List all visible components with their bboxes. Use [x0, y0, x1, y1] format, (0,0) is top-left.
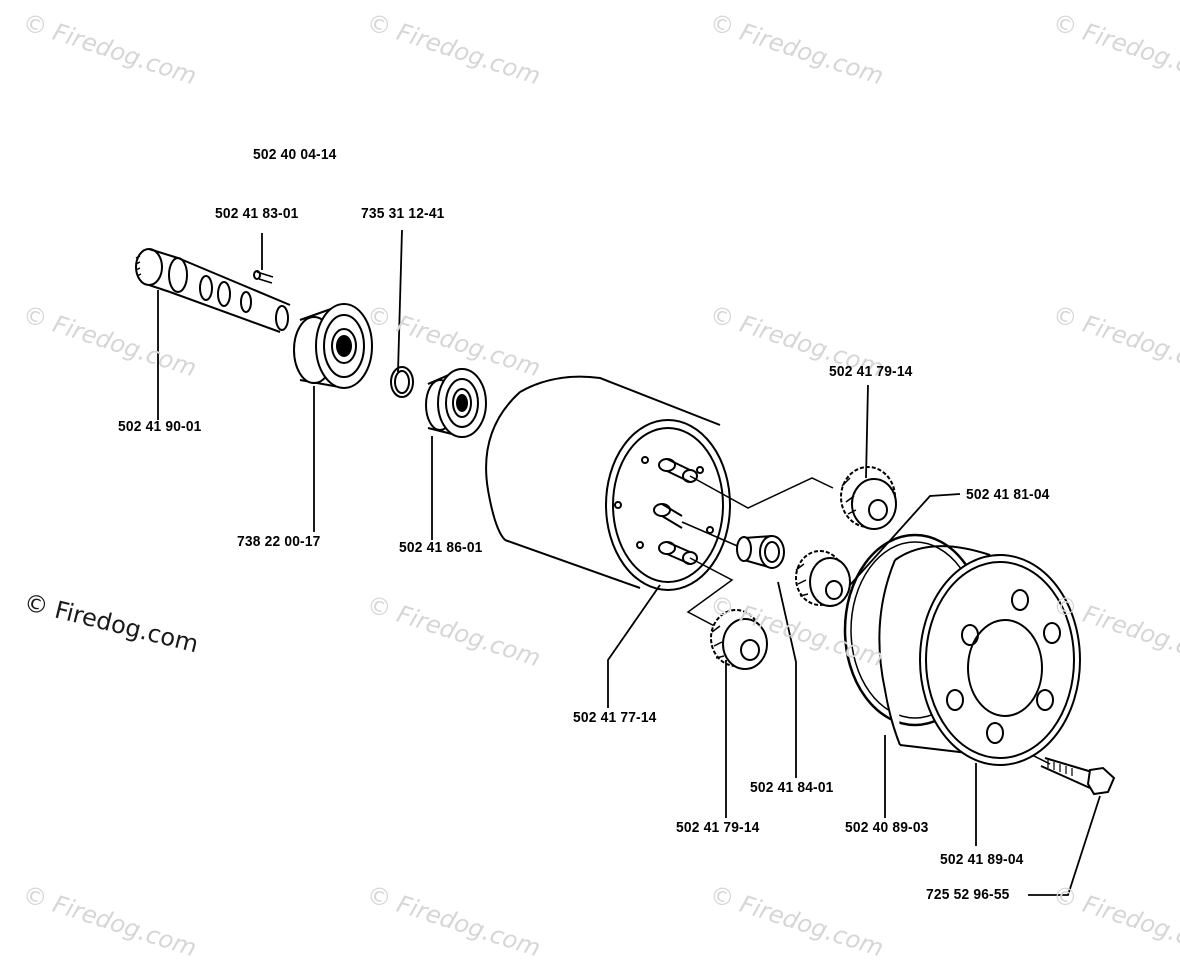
small-bearing-drawing — [425, 368, 487, 438]
part-label-bushing: 502 41 84-01 — [750, 779, 834, 796]
part-label-snap-ring: 735 31 12-41 — [361, 205, 445, 222]
part-label-gear-bottom: 502 41 79-14 — [676, 819, 760, 836]
bushing-drawing — [736, 535, 785, 569]
cover-drawing — [878, 545, 1081, 766]
part-label-gear-top: 502 41 79-14 — [829, 363, 913, 380]
top-gear-drawing — [840, 466, 897, 530]
leader-lines — [157, 229, 1101, 896]
part-label-bearing-large: 738 22 00-17 — [237, 533, 321, 550]
part-label-assembly: 502 40 04-14 — [253, 146, 337, 163]
large-bearing-drawing — [293, 303, 373, 389]
part-label-gear-center: 502 41 81-04 — [966, 486, 1050, 503]
screw-drawing — [1040, 757, 1116, 796]
center-gear-drawing — [795, 550, 851, 607]
shaft-drawing — [135, 248, 291, 333]
part-label-bearing-small: 502 41 86-01 — [399, 539, 483, 556]
part-label-cover: 502 41 89-04 — [940, 851, 1024, 868]
part-label-key: 502 41 83-01 — [215, 205, 299, 222]
bottom-gear-drawing — [710, 609, 768, 670]
part-label-shaft: 502 41 90-01 — [118, 418, 202, 435]
part-label-screw: 725 52 96-55 — [926, 886, 1010, 903]
snap-ring-drawing — [390, 366, 414, 398]
part-label-planet-carrier: 502 41 77-14 — [573, 709, 657, 726]
planet-carrier-drawing — [485, 375, 731, 591]
part-label-o-ring: 502 40 89-03 — [845, 819, 929, 836]
